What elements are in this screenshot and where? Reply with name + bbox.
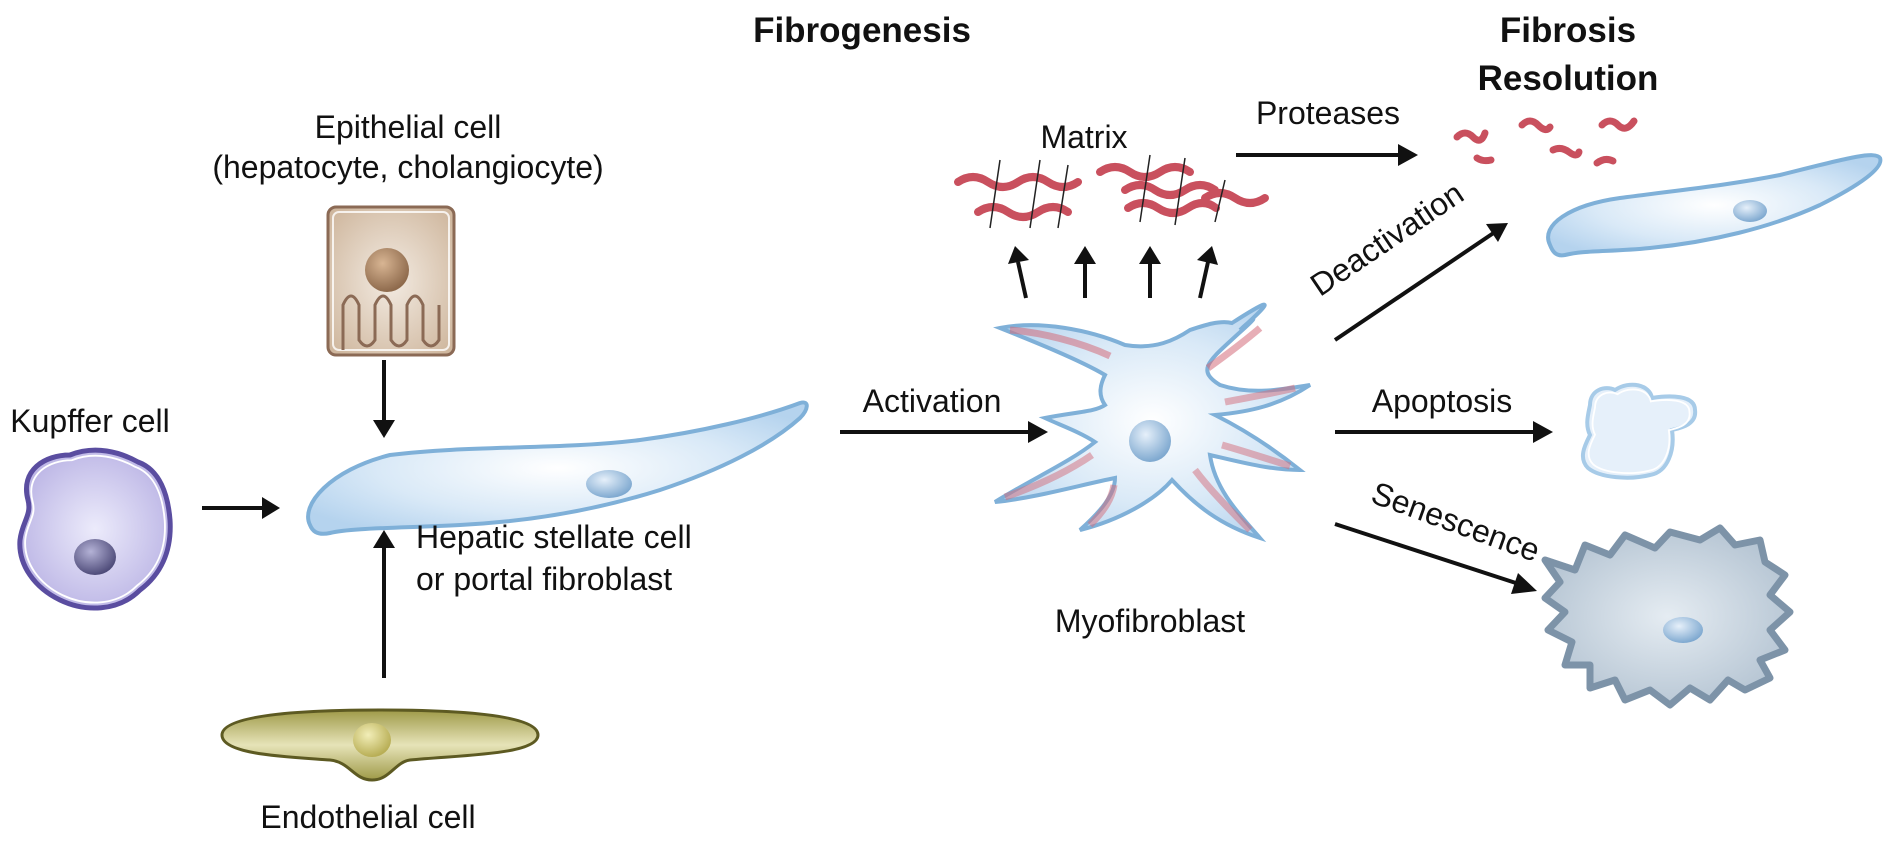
senescent-cell-icon (1541, 524, 1794, 709)
endothelial-arrowhead (373, 530, 395, 548)
stellate-cell-icon (306, 400, 809, 536)
activation-arrowhead (1028, 421, 1048, 443)
kupffer-cell-icon (17, 447, 173, 611)
apoptosis-label: Apoptosis (1372, 383, 1513, 419)
kupffer-label: Kupffer cell (10, 403, 170, 439)
epithelial-cell-icon (326, 205, 456, 357)
matrix-crosslinks (989, 154, 1226, 229)
fibrogenesis-header: Fibrogenesis (753, 11, 971, 50)
epithelial-label-line1: Epithelial cell (315, 109, 502, 145)
secretion-arrows (1008, 246, 1218, 299)
deactivation-label: Deactivation (1304, 175, 1470, 303)
deactivation-arrowhead (1486, 223, 1508, 242)
deactivated-cell-icon (1546, 153, 1883, 258)
fibrosis-header-line1: Fibrosis (1500, 11, 1636, 50)
apoptosis-arrowhead (1533, 421, 1553, 443)
matrix-fibers-icon (954, 163, 1269, 221)
endothelial-label: Endothelial cell (260, 799, 475, 835)
deactivation-arrow (1333, 230, 1497, 342)
proteases-label: Proteases (1256, 95, 1400, 131)
degraded-matrix-icon (1453, 117, 1638, 167)
epithelial-arrowhead (373, 420, 395, 438)
apoptotic-cell-icon (1580, 382, 1698, 480)
activation-label: Activation (863, 383, 1002, 419)
kupffer-arrowhead (262, 497, 280, 519)
senescence-arrowhead (1511, 573, 1537, 594)
senescence-arrow (1334, 522, 1523, 587)
myofibroblast-label: Myofibroblast (1055, 603, 1245, 639)
stellate-label-line2: or portal fibroblast (416, 561, 672, 597)
proteases-arrowhead (1398, 144, 1418, 166)
stellate-label-line1: Hepatic stellate cell (416, 519, 692, 555)
epithelial-label-line2: (hepatocyte, cholangiocyte) (212, 149, 603, 185)
fibrosis-header-line2: Resolution (1478, 59, 1659, 98)
senescence-label: Senescence (1367, 475, 1545, 569)
myofibroblast-icon (993, 302, 1312, 543)
matrix-label: Matrix (1040, 119, 1127, 155)
endothelial-cell-icon (220, 708, 540, 782)
